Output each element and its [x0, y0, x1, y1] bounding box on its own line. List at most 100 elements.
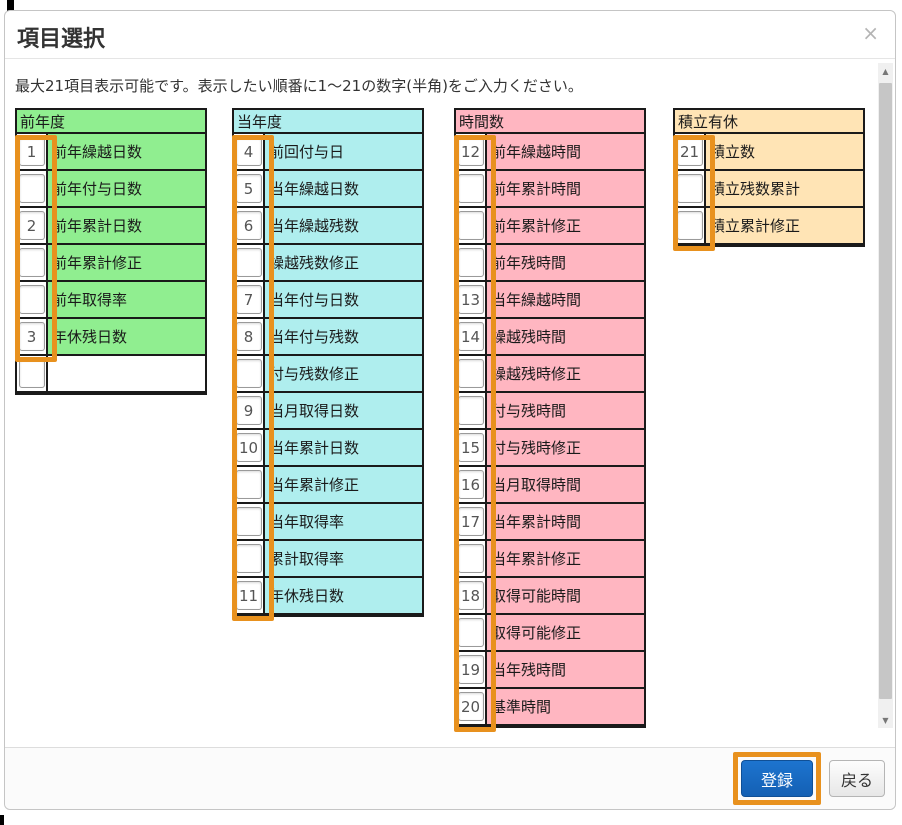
table-row: 当年累計修正 — [456, 541, 644, 578]
order-input-zennendo-4[interactable] — [18, 248, 45, 277]
order-input-jikansu-9[interactable] — [457, 433, 484, 462]
order-input-tonendo-3[interactable] — [235, 211, 262, 240]
table-row: 積立数 — [675, 134, 863, 171]
scrollbar-down-arrow-icon[interactable]: ▼ — [878, 712, 893, 728]
table-row: 積立残数累計 — [675, 171, 863, 208]
order-input-jikansu-15[interactable] — [457, 655, 484, 684]
item-label: 当年付与残数 — [265, 319, 422, 354]
item-label: 当年繰越残数 — [265, 208, 422, 243]
order-input-tonendo-8[interactable] — [235, 396, 262, 425]
submit-highlight-frame: 登録 — [733, 752, 821, 805]
item-label: 繰越残時間 — [487, 319, 644, 354]
order-input-tsumitate-3[interactable] — [676, 211, 703, 240]
submit-button[interactable]: 登録 — [741, 760, 813, 797]
item-label: 当年残時間 — [487, 652, 644, 687]
item-label: 当年累計修正 — [265, 467, 422, 502]
order-input-jikansu-1[interactable] — [457, 137, 484, 166]
order-input-cell — [456, 467, 487, 502]
order-input-zennendo-5[interactable] — [18, 285, 45, 314]
table-row: 累計取得率 — [234, 541, 422, 578]
item-label — [48, 356, 205, 391]
order-input-zennendo-6[interactable] — [18, 322, 45, 351]
item-label: 付与残時間 — [487, 393, 644, 428]
vertical-scrollbar[interactable]: ▲ ▼ — [878, 63, 893, 728]
item-label: 当年累計時間 — [487, 504, 644, 539]
order-input-tonendo-1[interactable] — [235, 137, 262, 166]
screen-artifact-bottom-left — [0, 815, 4, 825]
order-input-cell — [17, 134, 48, 169]
order-input-cell — [456, 430, 487, 465]
order-input-cell — [675, 134, 706, 169]
order-input-cell — [234, 504, 265, 539]
order-input-tonendo-12[interactable] — [235, 544, 262, 573]
order-input-tonendo-7[interactable] — [235, 359, 262, 388]
item-label: 当年累計修正 — [487, 541, 644, 576]
order-input-cell — [456, 245, 487, 280]
order-input-cell — [675, 208, 706, 243]
item-label: 繰越残数修正 — [265, 245, 422, 280]
order-input-tonendo-6[interactable] — [235, 322, 262, 351]
item-label: 当年繰越日数 — [265, 171, 422, 206]
order-input-jikansu-7[interactable] — [457, 359, 484, 388]
order-input-cell — [456, 134, 487, 169]
item-label: 前年残時間 — [487, 245, 644, 280]
order-input-jikansu-5[interactable] — [457, 285, 484, 314]
table-header-zennendo: 前年度 — [17, 110, 205, 134]
item-label: 年休残日数 — [265, 578, 422, 613]
order-input-tsumitate-2[interactable] — [676, 174, 703, 203]
order-input-cell — [456, 393, 487, 428]
item-label: 前年付与日数 — [48, 171, 205, 206]
table-row: 当年残時間 — [456, 652, 644, 689]
order-input-zennendo-2[interactable] — [18, 174, 45, 203]
order-input-cell — [234, 430, 265, 465]
order-input-tonendo-11[interactable] — [235, 507, 262, 536]
table-row: 当年付与残数 — [234, 319, 422, 356]
item-label: 前年累計時間 — [487, 171, 644, 206]
order-input-zennendo-3[interactable] — [18, 211, 45, 240]
table-row: 当月取得時間 — [456, 467, 644, 504]
order-input-jikansu-16[interactable] — [457, 692, 484, 721]
order-input-jikansu-14[interactable] — [457, 618, 484, 647]
order-input-cell — [456, 652, 487, 687]
table-row: 前年累計修正 — [456, 208, 644, 245]
order-input-cell — [234, 208, 265, 243]
table-header-jikansu: 時間数 — [456, 110, 644, 134]
table-row: 繰越残時間 — [456, 319, 644, 356]
order-input-jikansu-6[interactable] — [457, 322, 484, 351]
order-input-tonendo-2[interactable] — [235, 174, 262, 203]
order-input-zennendo-1[interactable] — [18, 137, 45, 166]
close-icon[interactable]: × — [862, 21, 879, 45]
order-input-tonendo-10[interactable] — [235, 470, 262, 499]
order-input-tonendo-5[interactable] — [235, 285, 262, 314]
order-input-tonendo-4[interactable] — [235, 248, 262, 277]
order-input-jikansu-13[interactable] — [457, 581, 484, 610]
back-button[interactable]: 戻る — [829, 760, 885, 797]
scrollbar-thumb[interactable] — [879, 83, 892, 699]
order-input-jikansu-2[interactable] — [457, 174, 484, 203]
order-input-zennendo-7[interactable] — [18, 359, 45, 388]
item-label: 当年付与日数 — [265, 282, 422, 317]
order-input-jikansu-8[interactable] — [457, 396, 484, 425]
table-row: 当年累計日数 — [234, 430, 422, 467]
table-row: 前年繰越時間 — [456, 134, 644, 171]
order-input-jikansu-4[interactable] — [457, 248, 484, 277]
order-input-tsumitate-1[interactable] — [676, 137, 703, 166]
order-input-jikansu-3[interactable] — [457, 211, 484, 240]
item-label: 前年繰越日数 — [48, 134, 205, 169]
order-input-cell — [456, 282, 487, 317]
order-input-tonendo-9[interactable] — [235, 433, 262, 462]
order-input-jikansu-12[interactable] — [457, 544, 484, 573]
order-input-cell — [17, 282, 48, 317]
order-input-cell — [17, 245, 48, 280]
item-table-jikansu: 時間数前年繰越時間前年累計時間前年累計修正前年残時間当年繰越時間繰越残時間繰越残… — [454, 108, 646, 732]
table-row: 繰越残数修正 — [234, 245, 422, 282]
order-input-tonendo-13[interactable] — [235, 581, 262, 610]
order-input-jikansu-10[interactable] — [457, 470, 484, 499]
table-row: 基準時間 — [456, 689, 644, 726]
table-row: 前年累計日数 — [17, 208, 205, 245]
order-input-cell — [234, 356, 265, 391]
item-label: 前回付与日 — [265, 134, 422, 169]
order-input-cell — [456, 171, 487, 206]
order-input-jikansu-11[interactable] — [457, 507, 484, 536]
scrollbar-up-arrow-icon[interactable]: ▲ — [878, 63, 893, 79]
